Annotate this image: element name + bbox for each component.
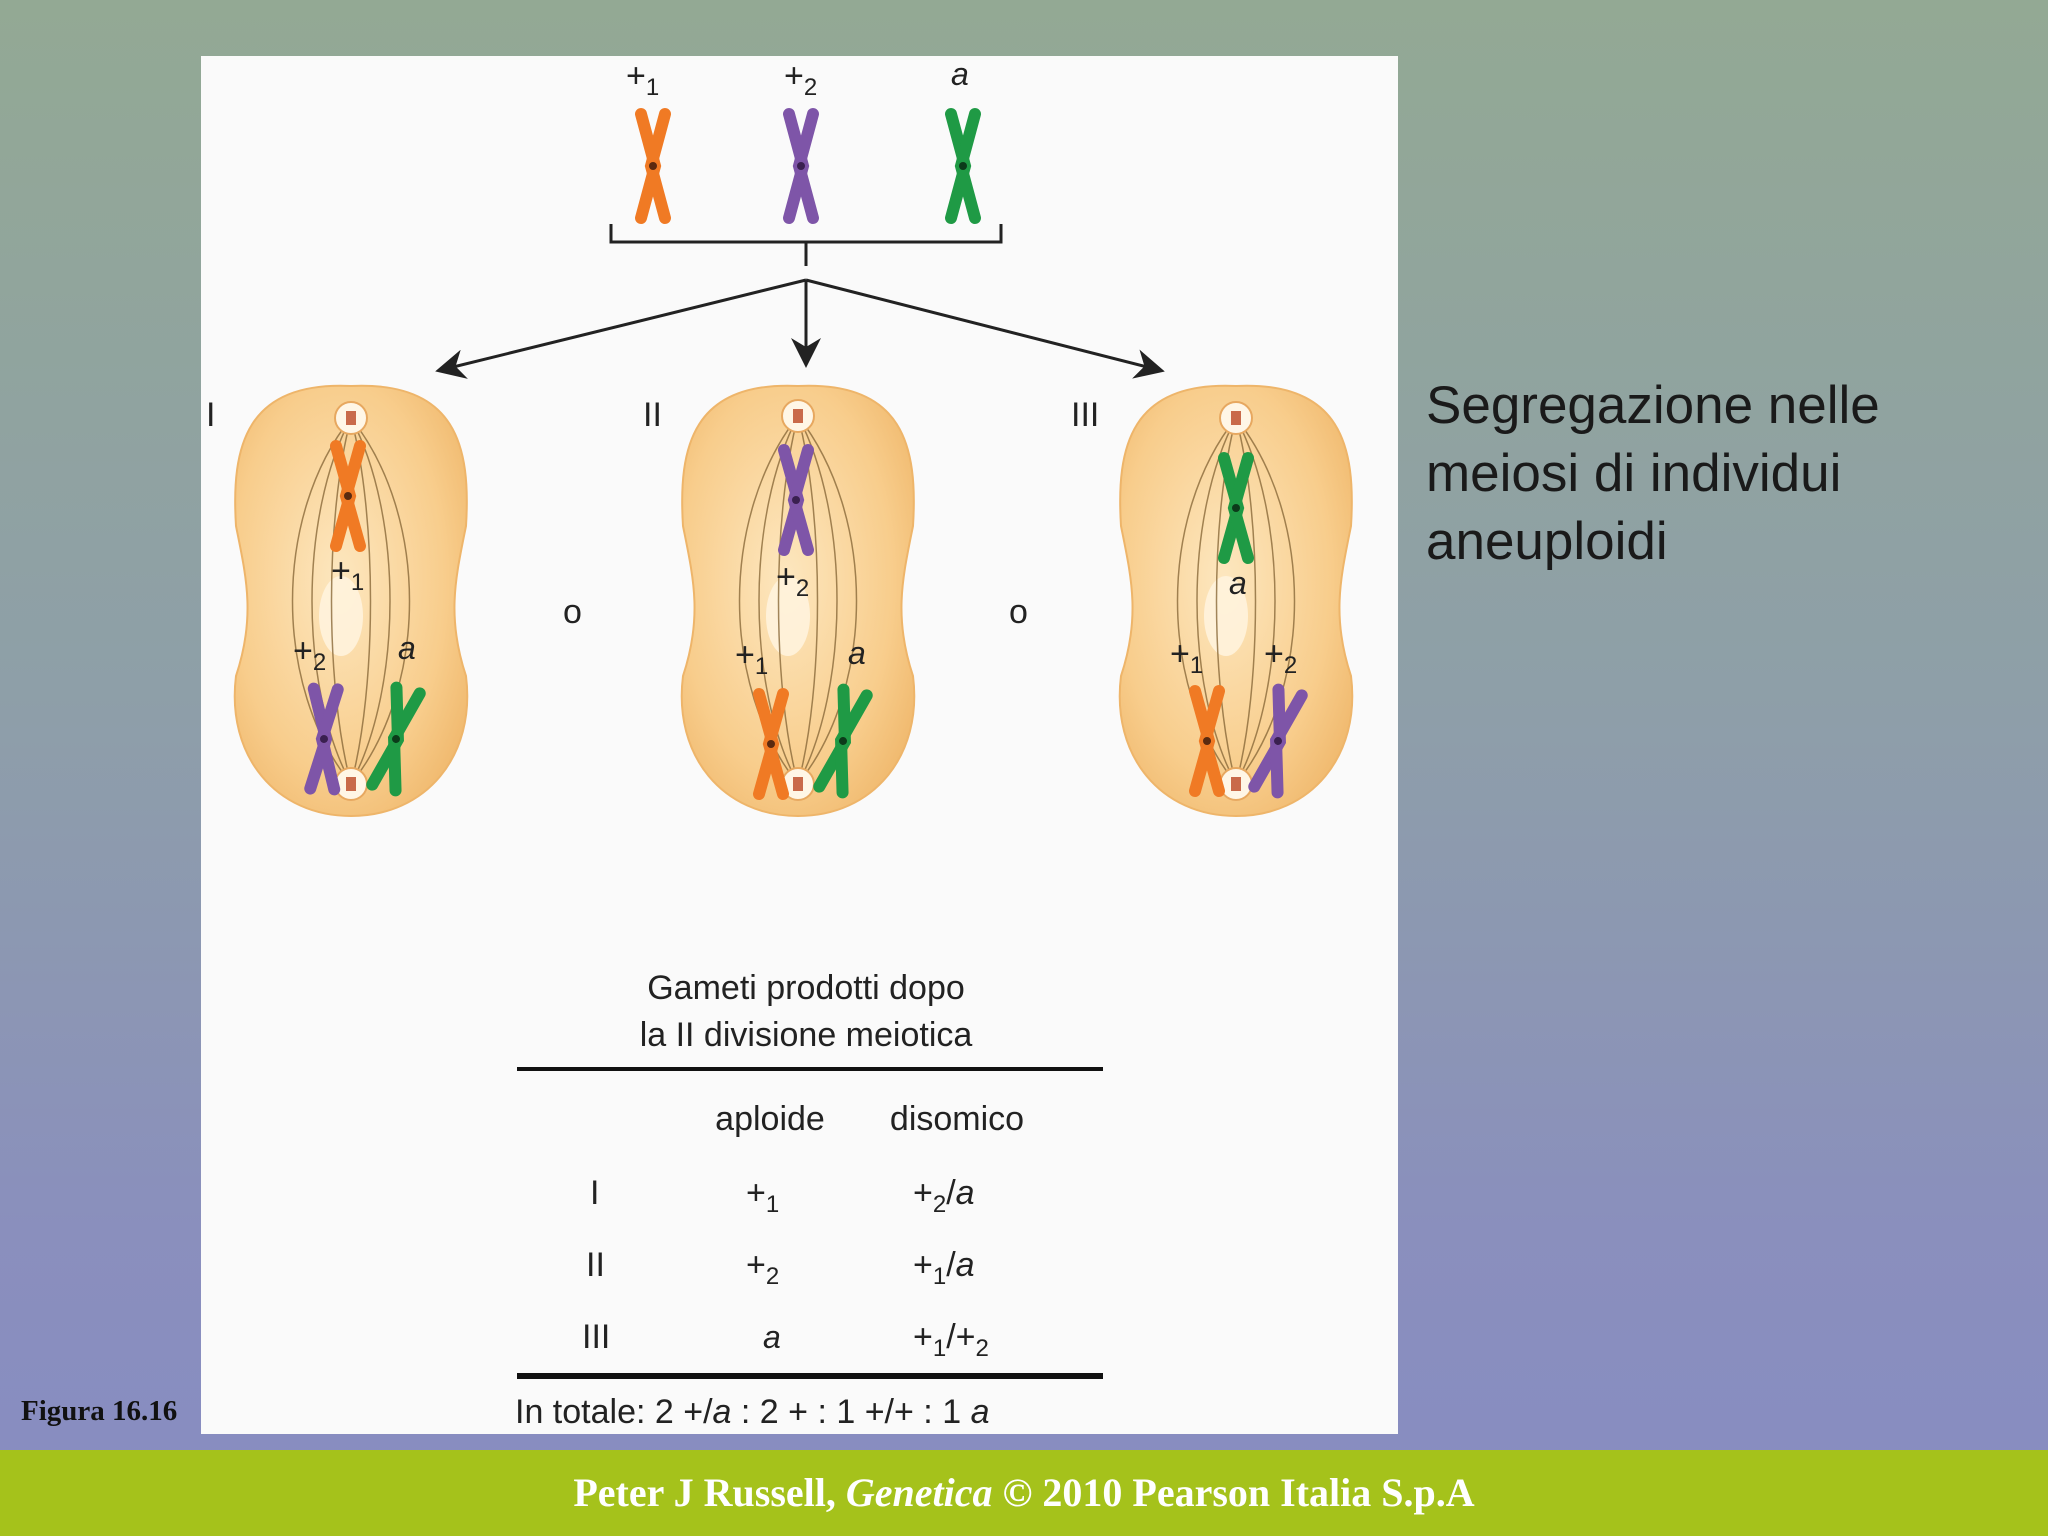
- footer-book-title: Genetica: [845, 1470, 993, 1515]
- slide-caption: Segregazione nelle meiosi di individui a…: [1426, 372, 2026, 576]
- cell-II-label-top: +2: [776, 558, 809, 602]
- footer-author: Peter J Russell,: [573, 1470, 836, 1515]
- row-label-I: I: [590, 1174, 599, 1212]
- cell-label-I: I: [206, 396, 215, 434]
- top-chromosome-purple: [783, 108, 819, 224]
- top-label-a: a: [951, 56, 969, 92]
- row-III-aploide: a: [763, 1319, 781, 1355]
- cell-III-label-bottom-right: +2: [1264, 635, 1297, 679]
- row-I-aploide: +1: [746, 1174, 779, 1218]
- figure-number: Figura 16.16: [21, 1395, 178, 1427]
- top-label-plus2: +2: [784, 57, 817, 101]
- figure-panel: +1 +2 a I II III o o: [201, 56, 1398, 1434]
- table-total: In totale: 2 +/a : 2 + : 1 +/+ : 1 a: [515, 1393, 989, 1431]
- cell-III-label-top: a: [1229, 565, 1247, 601]
- arrow-left: [435, 278, 807, 379]
- caption-line-3: aneuploidi: [1426, 512, 1668, 571]
- caption-line-1: Segregazione nelle: [1426, 376, 1880, 435]
- or-text-1: o: [563, 593, 582, 631]
- row-II-aploide: +2: [746, 1246, 779, 1290]
- top-chromosome-green: [945, 108, 981, 224]
- top-chromosome-orange: [635, 108, 671, 224]
- row-I-disomico: +2/a: [913, 1174, 975, 1218]
- cell-II-label-bottom-right: a: [848, 635, 866, 671]
- bracket: [609, 224, 1003, 244]
- cell-II: [680, 384, 916, 818]
- cell-I-label-bottom-right: a: [398, 630, 416, 666]
- or-text-2: o: [1009, 593, 1028, 631]
- cell-I-label-bottom-left: +2: [293, 632, 326, 676]
- col-header-disomico: disomico: [890, 1100, 1024, 1138]
- cell-I-label-top: +1: [331, 552, 364, 596]
- row-label-III: III: [582, 1318, 610, 1356]
- segregation-diagram: +1 +2 a I II III o o: [206, 56, 1354, 1431]
- cell-II-label-bottom-left: +1: [735, 636, 768, 680]
- col-header-aploide: aploide: [715, 1100, 825, 1138]
- cell-label-II: II: [643, 396, 662, 434]
- row-II-disomico: +1/a: [913, 1246, 975, 1290]
- cell-III: [1118, 384, 1354, 818]
- gametes-table: Gameti prodotti dopo la II divisione mei…: [515, 969, 1103, 1431]
- row-III-disomico: +1/+2: [913, 1318, 989, 1362]
- footer-bar: Peter J Russell, Genetica © 2010 Pearson…: [0, 1450, 2048, 1536]
- footer-copyright: © 2010 Pearson Italia S.p.A: [1002, 1470, 1475, 1515]
- cell-label-III: III: [1071, 396, 1099, 434]
- arrow-right: [805, 278, 1165, 379]
- caption-line-2: meiosi di individui: [1426, 444, 1842, 503]
- cell-I: [233, 384, 469, 818]
- table-title-line1: Gameti prodotti dopo: [647, 969, 965, 1007]
- top-label-plus1: +1: [626, 57, 659, 101]
- table-title-line2: la II divisione meiotica: [640, 1016, 973, 1054]
- row-label-II: II: [586, 1246, 605, 1284]
- cell-III-label-bottom-left: +1: [1170, 635, 1203, 679]
